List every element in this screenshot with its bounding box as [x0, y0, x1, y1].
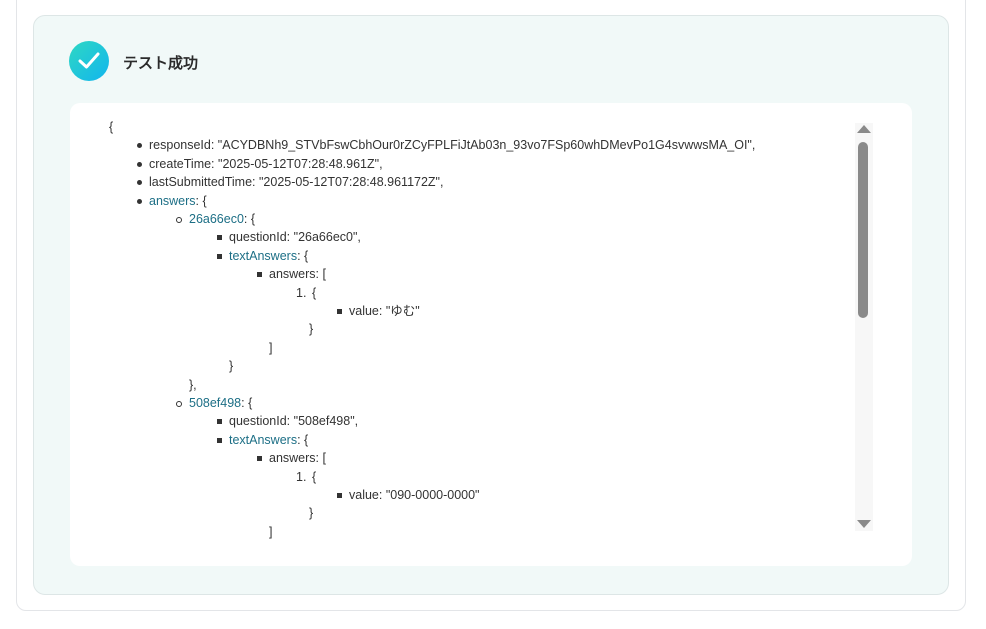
bullet-square: [217, 437, 222, 443]
json-line: responseId: "ACYDBNh9_STVbFswCbhOur0rZCy…: [137, 137, 756, 153]
bullet-disc: [137, 161, 142, 167]
json-line: ]: [269, 340, 272, 356]
json-line: questionId: "26a66ec0",: [217, 229, 361, 245]
json-line: 26a66ec0: {: [176, 211, 256, 227]
list-number: 1.: [296, 285, 307, 300]
bullet-square: [217, 253, 222, 259]
scroll-down-arrow-icon[interactable]: [857, 520, 871, 528]
json-text: ]: [269, 524, 273, 539]
json-text: answers: [: [269, 451, 326, 466]
bullet-disc: [137, 198, 142, 204]
json-line: }: [309, 321, 313, 337]
json-text: {: [312, 469, 317, 484]
list-number: 1.: [296, 469, 307, 484]
json-text: : {: [243, 212, 256, 226]
check-circle-icon: [69, 41, 109, 81]
bullet-square: [257, 272, 262, 278]
json-line: questionId: "508ef498",: [217, 413, 359, 429]
json-line: textAnswers: {: [217, 248, 309, 264]
json-text: },: [189, 377, 197, 392]
json-line: answers: [: [257, 450, 326, 466]
json-text: answers: [: [269, 267, 326, 282]
bullet-square: [217, 419, 222, 425]
json-text: : {: [195, 193, 207, 208]
json-key[interactable]: 26a66ec0: [189, 212, 244, 226]
json-line: 508ef498: {: [176, 395, 253, 411]
json-text: }: [309, 506, 314, 521]
json-line: answers: [: [257, 266, 326, 282]
json-line: value: "090-0000-0000": [337, 487, 480, 503]
bullet-disc: [137, 180, 142, 186]
json-text: : {: [297, 432, 309, 447]
bullet-disc: [137, 143, 142, 149]
json-line: createTime: "2025-05-12T07:28:48.961Z",: [137, 156, 383, 172]
json-line: textAnswers: {: [217, 432, 309, 448]
bullet-square: [217, 235, 222, 241]
bullet-square: [337, 309, 342, 314]
json-text: }: [229, 359, 234, 374]
scrollbar-thumb[interactable]: [858, 142, 868, 318]
json-text: createTime: "2025-05-12T07:28:48.961Z",: [149, 156, 383, 171]
bullet-square: [257, 456, 262, 462]
json-line: }: [309, 505, 313, 521]
json-line: {: [109, 119, 113, 135]
json-text: questionId: "26a66ec0",: [229, 230, 361, 245]
json-key[interactable]: textAnswers: [229, 432, 298, 447]
json-line: lastSubmittedTime: "2025-05-12T07:28:48.…: [137, 174, 444, 190]
json-text: value: "ゆむ": [349, 304, 420, 318]
json-key[interactable]: 508ef498: [189, 396, 242, 410]
bullet-circle: [176, 401, 182, 407]
json-text: : {: [297, 248, 309, 263]
json-text: value: "090-0000-0000": [349, 488, 480, 502]
bullet-square: [337, 493, 342, 498]
json-line: 1. {: [296, 469, 317, 485]
json-text: : {: [241, 396, 253, 410]
bullet-circle: [176, 217, 182, 223]
json-line: },: [189, 377, 197, 393]
json-text: {: [312, 285, 317, 300]
json-text: {: [109, 120, 114, 134]
json-text: ]: [269, 340, 273, 355]
scroll-up-arrow-icon[interactable]: [857, 125, 871, 133]
json-line: ]: [269, 524, 272, 540]
json-line: answers: {: [137, 193, 207, 209]
json-text: lastSubmittedTime: "2025-05-12T07:28:48.…: [149, 175, 444, 190]
json-line: 1. {: [296, 285, 317, 301]
status-title: テスト成功: [123, 55, 199, 72]
json-text: }: [309, 322, 314, 337]
json-line: value: "ゆむ": [337, 303, 420, 319]
json-key[interactable]: answers: [149, 193, 196, 208]
json-text: questionId: "508ef498",: [229, 414, 359, 429]
json-text: responseId: "ACYDBNh9_STVbFswCbhOur0rZCy…: [149, 138, 756, 153]
json-key[interactable]: textAnswers: [229, 248, 298, 263]
json-output-panel: { responseId: "ACYDBNh9_STVbFswCbhOur0rZC…: [70, 103, 912, 566]
json-line: }: [229, 358, 233, 374]
